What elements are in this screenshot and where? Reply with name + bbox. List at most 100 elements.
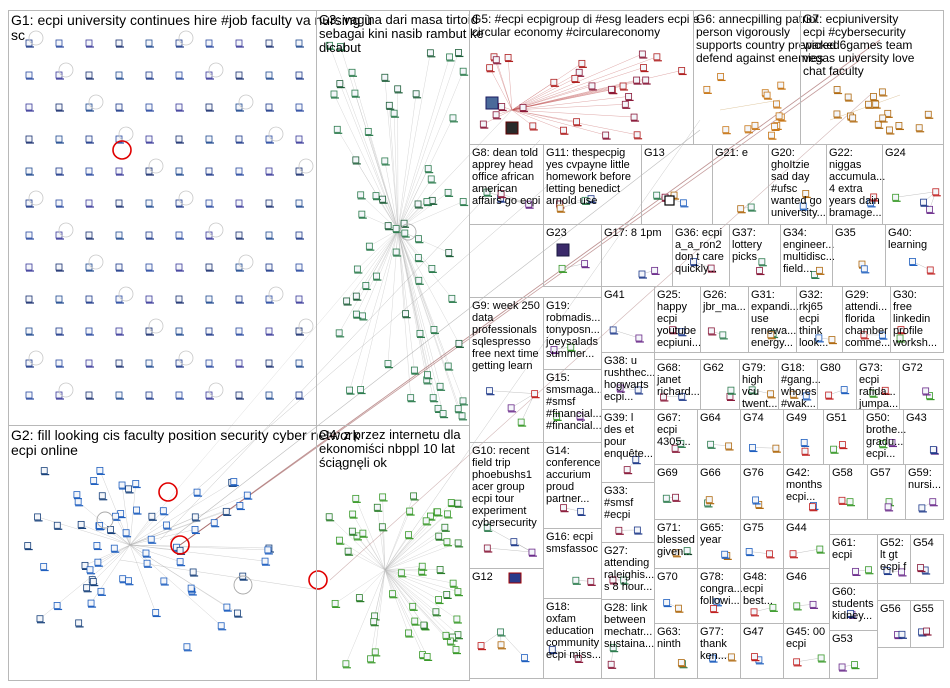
network-node xyxy=(265,327,273,335)
network-edge xyxy=(93,544,131,582)
group-label-line: G71: xyxy=(657,522,681,534)
network-node xyxy=(422,517,430,525)
network-node xyxy=(678,392,686,400)
group-label-line: conference xyxy=(546,457,600,469)
network-node xyxy=(872,100,880,108)
network-node xyxy=(550,346,558,353)
network-node xyxy=(888,439,896,446)
network-node xyxy=(295,199,303,207)
group-label-line: sqlespresso xyxy=(472,336,531,348)
group-label-line: G59: xyxy=(908,467,932,479)
network-node xyxy=(142,549,150,557)
flag-node xyxy=(508,572,522,584)
network-node xyxy=(112,512,119,520)
network-node xyxy=(917,564,924,571)
network-node xyxy=(430,326,438,333)
group-label-line: G70 xyxy=(657,571,678,583)
network-node xyxy=(145,103,153,111)
network-node xyxy=(96,466,104,474)
network-node xyxy=(793,658,801,666)
network-node xyxy=(860,331,868,339)
network-node xyxy=(125,485,133,493)
network-node xyxy=(587,577,595,585)
network-node xyxy=(849,114,857,122)
network-node xyxy=(346,386,353,394)
network-node xyxy=(210,519,218,527)
network-edge xyxy=(511,72,580,111)
network-node xyxy=(331,599,339,607)
network-edge xyxy=(382,199,399,231)
network-node xyxy=(929,446,937,453)
network-edge xyxy=(397,71,464,231)
group-label-line: ecpi tour xyxy=(472,493,515,505)
group-label-line: rushthec... xyxy=(604,367,655,379)
network-node xyxy=(265,71,273,79)
network-edge xyxy=(384,542,459,571)
network-node xyxy=(635,334,643,342)
network-node xyxy=(707,440,715,448)
network-node xyxy=(265,103,273,111)
self-loop xyxy=(208,62,224,78)
network-node xyxy=(632,456,640,464)
group-label-line: G9: week 250 xyxy=(472,300,540,312)
network-node xyxy=(789,390,797,398)
group-box-g30 xyxy=(890,286,944,353)
group-label-line: use xyxy=(751,313,769,325)
network-node xyxy=(775,112,783,120)
network-node xyxy=(349,510,357,518)
network-edge xyxy=(397,229,419,258)
group-label-line: ghoItzie xyxy=(771,159,810,171)
network-edge xyxy=(169,129,701,541)
network-node xyxy=(777,81,785,89)
group-label-line: hogwarts xyxy=(604,379,649,391)
network-node xyxy=(497,628,504,636)
group-label-line: G22: xyxy=(829,147,853,159)
network-node xyxy=(81,561,89,569)
network-node xyxy=(53,602,61,609)
network-node xyxy=(575,68,583,76)
network-node xyxy=(441,523,449,531)
network-node xyxy=(454,539,462,547)
group-label-line: G50: xyxy=(866,412,890,424)
network-node xyxy=(444,510,451,518)
network-node xyxy=(85,71,93,79)
network-edge xyxy=(561,263,585,269)
network-node xyxy=(145,231,153,239)
group-label-line: G45: 00 xyxy=(786,626,825,638)
network-node xyxy=(85,391,93,399)
network-edge xyxy=(333,93,399,231)
network-node xyxy=(671,444,679,452)
network-node xyxy=(34,513,41,521)
group-label-line: G48: xyxy=(743,571,767,583)
network-node xyxy=(412,90,420,98)
group-label-line: worksh... xyxy=(892,337,937,349)
network-node xyxy=(265,199,273,207)
group-label-line: circular economy #circulareconomy xyxy=(472,25,660,39)
network-edge xyxy=(81,524,131,546)
network-edge xyxy=(511,67,644,111)
network-node xyxy=(295,359,303,367)
network-node xyxy=(578,59,586,67)
group-label-line: experiment xyxy=(472,505,526,517)
network-node xyxy=(143,559,151,567)
network-edge xyxy=(384,510,410,571)
network-node xyxy=(205,135,213,143)
network-node xyxy=(883,567,891,574)
network-node xyxy=(924,110,932,118)
network-edge xyxy=(397,117,454,231)
network-edge xyxy=(329,516,386,571)
group-label-line: G58 xyxy=(832,467,853,479)
network-node xyxy=(483,544,491,552)
network-node xyxy=(235,391,243,399)
network-node xyxy=(703,85,711,93)
group-label-line: G19: xyxy=(546,300,570,312)
network-node xyxy=(879,114,887,122)
network-node xyxy=(223,603,231,611)
group-label-line: G40: xyxy=(888,227,912,239)
group-label-line: education xyxy=(546,625,594,637)
group-label-line: ecpi xyxy=(786,638,806,650)
group-label-line: engineer... xyxy=(783,239,834,251)
network-node xyxy=(915,124,923,132)
network-edge xyxy=(384,569,425,626)
